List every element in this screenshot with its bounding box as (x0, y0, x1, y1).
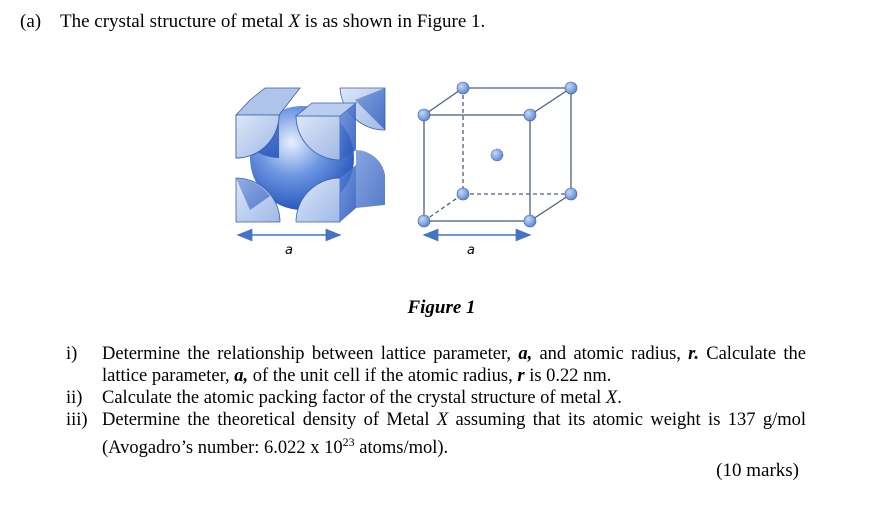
item-text-part: r. (688, 344, 699, 364)
item-number: iii) (66, 410, 88, 430)
lattice-atoms (417, 81, 578, 228)
corner-atom (295, 177, 341, 223)
item-1: i) Determine the relationship between la… (66, 343, 806, 387)
item-text-part: a, (518, 344, 533, 364)
item-text-part: assuming that its atomic weight is 137 g… (102, 410, 807, 459)
item-text: Determine the relationship between latti… (102, 343, 806, 387)
question-line: (a) The crystal structure of metal X is a… (20, 10, 485, 34)
lattice-point-model (423, 87, 572, 222)
cube-front-face (423, 114, 531, 222)
item-text-part: of the unit cell if the atomic radius, (248, 366, 518, 386)
marks-label: (10 marks) (716, 460, 799, 481)
item-3: iii) Determine the theoretical density o… (66, 409, 806, 459)
item-text: Calculate the atomic packing factor of t… (102, 387, 806, 409)
item-text-part: and atomic radius, (532, 344, 689, 364)
item-text-part: X (605, 388, 618, 408)
corner-atom (235, 87, 301, 116)
item-text-part: is 0.22 nm. (524, 366, 612, 386)
item-number: i) (66, 344, 78, 364)
item-2: ii) Calculate the atomic packing factor … (66, 387, 806, 409)
right-dimension-label: a (467, 243, 475, 258)
item-text-part: Calculate the atomic packing factor of t… (102, 388, 606, 408)
question-text-before: The crystal structure of metal (60, 11, 289, 32)
item-text-part: Determine the relationship between latti… (102, 344, 519, 364)
item-text: Determine the theoretical density of Met… (102, 409, 806, 459)
item-text-part: r (517, 366, 525, 386)
item-text-part: Calculate the lattice parameter, (102, 344, 806, 386)
figure-caption: Figure 1 (407, 297, 476, 318)
question-text-after: is as shown in Figure 1. (300, 11, 486, 32)
item-text-part: X (436, 410, 449, 430)
question-items: i) Determine the relationship between la… (66, 343, 806, 459)
item-text-part: 23 (342, 435, 355, 449)
item-text-part: atoms/mol). (354, 438, 449, 459)
corner-atom (295, 115, 341, 161)
hard-sphere-model (235, 87, 386, 223)
question-variable: X (288, 11, 301, 32)
item-text-part: . (617, 388, 622, 408)
question-label: (a) (20, 11, 42, 32)
item-text-part: Determine the theoretical density of Met… (102, 410, 437, 430)
item-text-part: a, (234, 366, 249, 386)
item-number: ii) (66, 388, 83, 408)
left-dimension-label: a (285, 243, 293, 258)
